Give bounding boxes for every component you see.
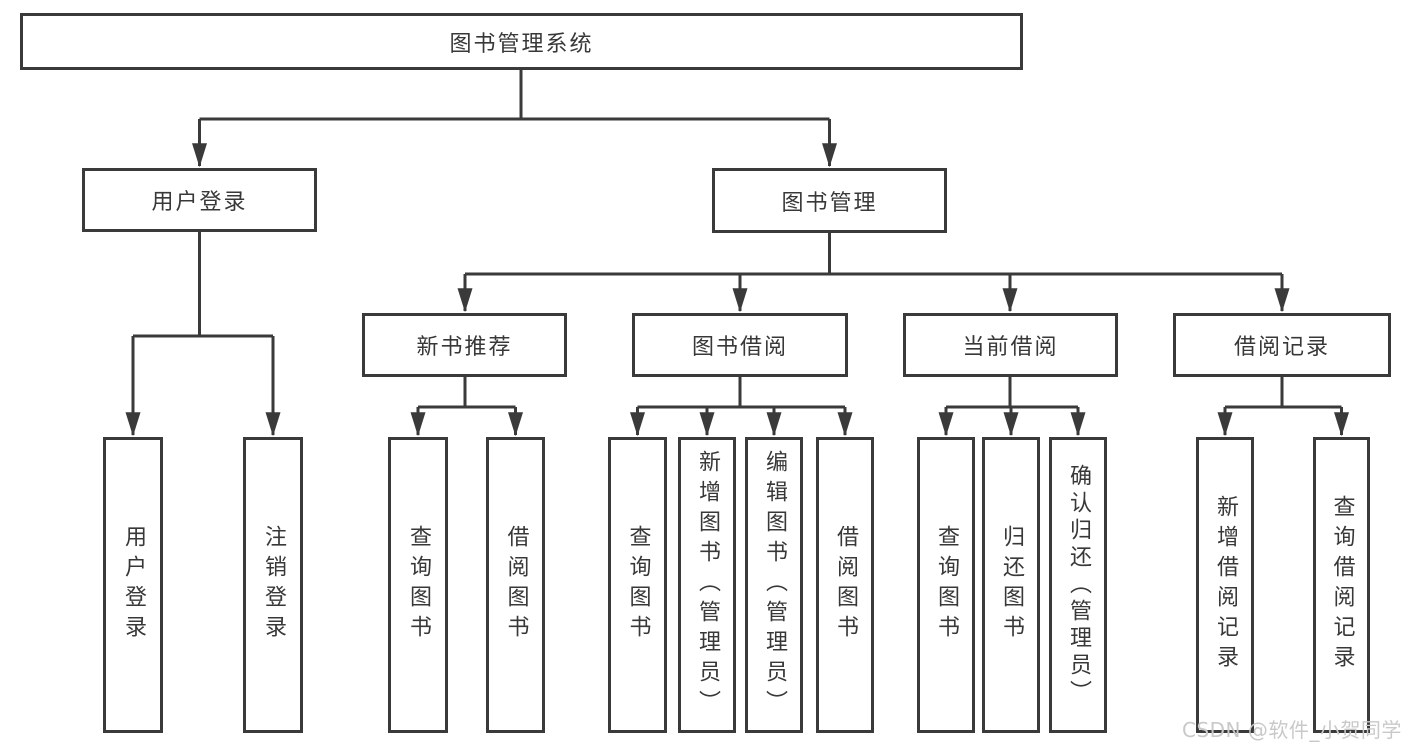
leaf-query-borrow-record-label: 查询借阅记录 — [1329, 495, 1355, 675]
leaf-add-borrow-record-label: 新增借阅记录 — [1213, 495, 1238, 675]
node-book-borrow: 图书借阅 — [632, 313, 848, 377]
leaf-borrow-books-1: 借阅图书 — [486, 437, 545, 733]
leaf-query-books-2: 查询图书 — [608, 437, 667, 733]
leaf-add-book-admin: 新增图书（管理员） — [678, 437, 736, 733]
leaf-borrow-books-2: 借阅图书 — [816, 437, 874, 733]
leaf-return-book: 归还图书 — [982, 437, 1040, 733]
leaf-borrow-books-2-label: 借阅图书 — [833, 525, 858, 645]
leaf-confirm-return-admin-label: 确认归还（管理员） — [1066, 463, 1091, 707]
leaf-borrow-books-1-label: 借阅图书 — [503, 525, 529, 645]
leaf-logout-label: 注销登录 — [261, 525, 286, 645]
leaf-confirm-return-admin: 确认归还（管理员） — [1049, 437, 1107, 733]
leaf-query-borrow-record: 查询借阅记录 — [1313, 437, 1370, 733]
leaf-user-login-label: 用户登录 — [121, 525, 146, 645]
node-root: 图书管理系统 — [20, 13, 1023, 70]
node-current-borrow: 当前借阅 — [903, 313, 1118, 377]
leaf-add-borrow-record: 新增借阅记录 — [1196, 437, 1254, 733]
leaf-query-books-3-label: 查询图书 — [934, 525, 959, 645]
leaf-user-login: 用户登录 — [103, 437, 163, 733]
leaf-edit-book-admin: 编辑图书（管理员） — [745, 437, 803, 733]
leaf-query-books-2-label: 查询图书 — [625, 525, 651, 645]
node-user-login: 用户登录 — [82, 168, 317, 232]
watermark: CSDN @软件_小贺同学 — [1182, 718, 1402, 742]
leaf-logout: 注销登录 — [243, 437, 303, 733]
node-book-borrow-label: 图书借阅 — [691, 335, 788, 360]
node-current-borrow-label: 当前借阅 — [962, 335, 1059, 360]
leaf-query-books-3: 查询图书 — [917, 437, 975, 733]
leaf-return-book-label: 归还图书 — [999, 525, 1024, 645]
node-borrow-record-label: 借阅记录 — [1233, 335, 1330, 360]
node-borrow-record: 借阅记录 — [1173, 313, 1391, 377]
node-new-book-recommend: 新书推荐 — [362, 313, 567, 377]
node-new-book-recommend-label: 新书推荐 — [416, 335, 513, 360]
node-book-management: 图书管理 — [712, 168, 947, 233]
leaf-add-book-admin-label: 新增图书（管理员） — [695, 450, 720, 720]
node-root-label: 图书管理系统 — [449, 31, 594, 57]
node-user-login-label: 用户登录 — [151, 190, 248, 215]
leaf-edit-book-admin-label: 编辑图书（管理员） — [762, 450, 787, 720]
node-book-management-label: 图书管理 — [781, 190, 878, 216]
leaf-query-books-1: 查询图书 — [388, 437, 448, 733]
leaf-query-books-1-label: 查询图书 — [406, 525, 431, 645]
